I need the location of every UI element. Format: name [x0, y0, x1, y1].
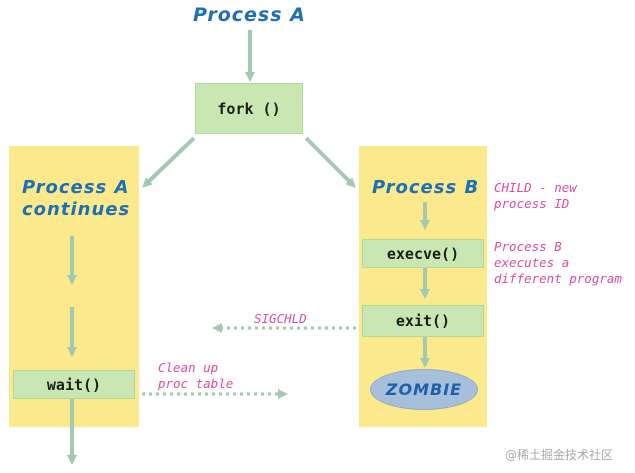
note-sigchld: SIGCHLD	[254, 311, 307, 326]
note-cleanup-line2: proc table	[158, 376, 234, 391]
process-a-continues-line2: continues	[22, 199, 131, 220]
note-child-line1: CHILD - new	[494, 180, 577, 195]
note-b-exec-line3: different program	[494, 271, 622, 286]
note-child-line2: process ID	[494, 196, 570, 211]
note-cleanup-line1: Clean up	[158, 360, 219, 375]
wait-box: wait()	[13, 370, 135, 399]
execve-box: execve()	[362, 239, 484, 268]
process-a-title: Process A	[193, 4, 306, 26]
arrow-fork-to-b	[304, 136, 356, 188]
zombie-ellipse: ZOMBIE	[370, 369, 478, 410]
note-b-exec-line1: Process B	[494, 239, 562, 254]
exit-box: exit()	[362, 305, 484, 337]
process-b-title: Process B	[372, 177, 480, 198]
process-a-continues-line1: Process A	[22, 177, 130, 198]
arrow-fork-to-a-continues	[142, 136, 196, 188]
watermark-text: @稀土掘金技术社区	[505, 448, 614, 462]
note-b-exec-line2: executes a	[494, 255, 570, 270]
fork-box: fork ()	[195, 83, 303, 134]
